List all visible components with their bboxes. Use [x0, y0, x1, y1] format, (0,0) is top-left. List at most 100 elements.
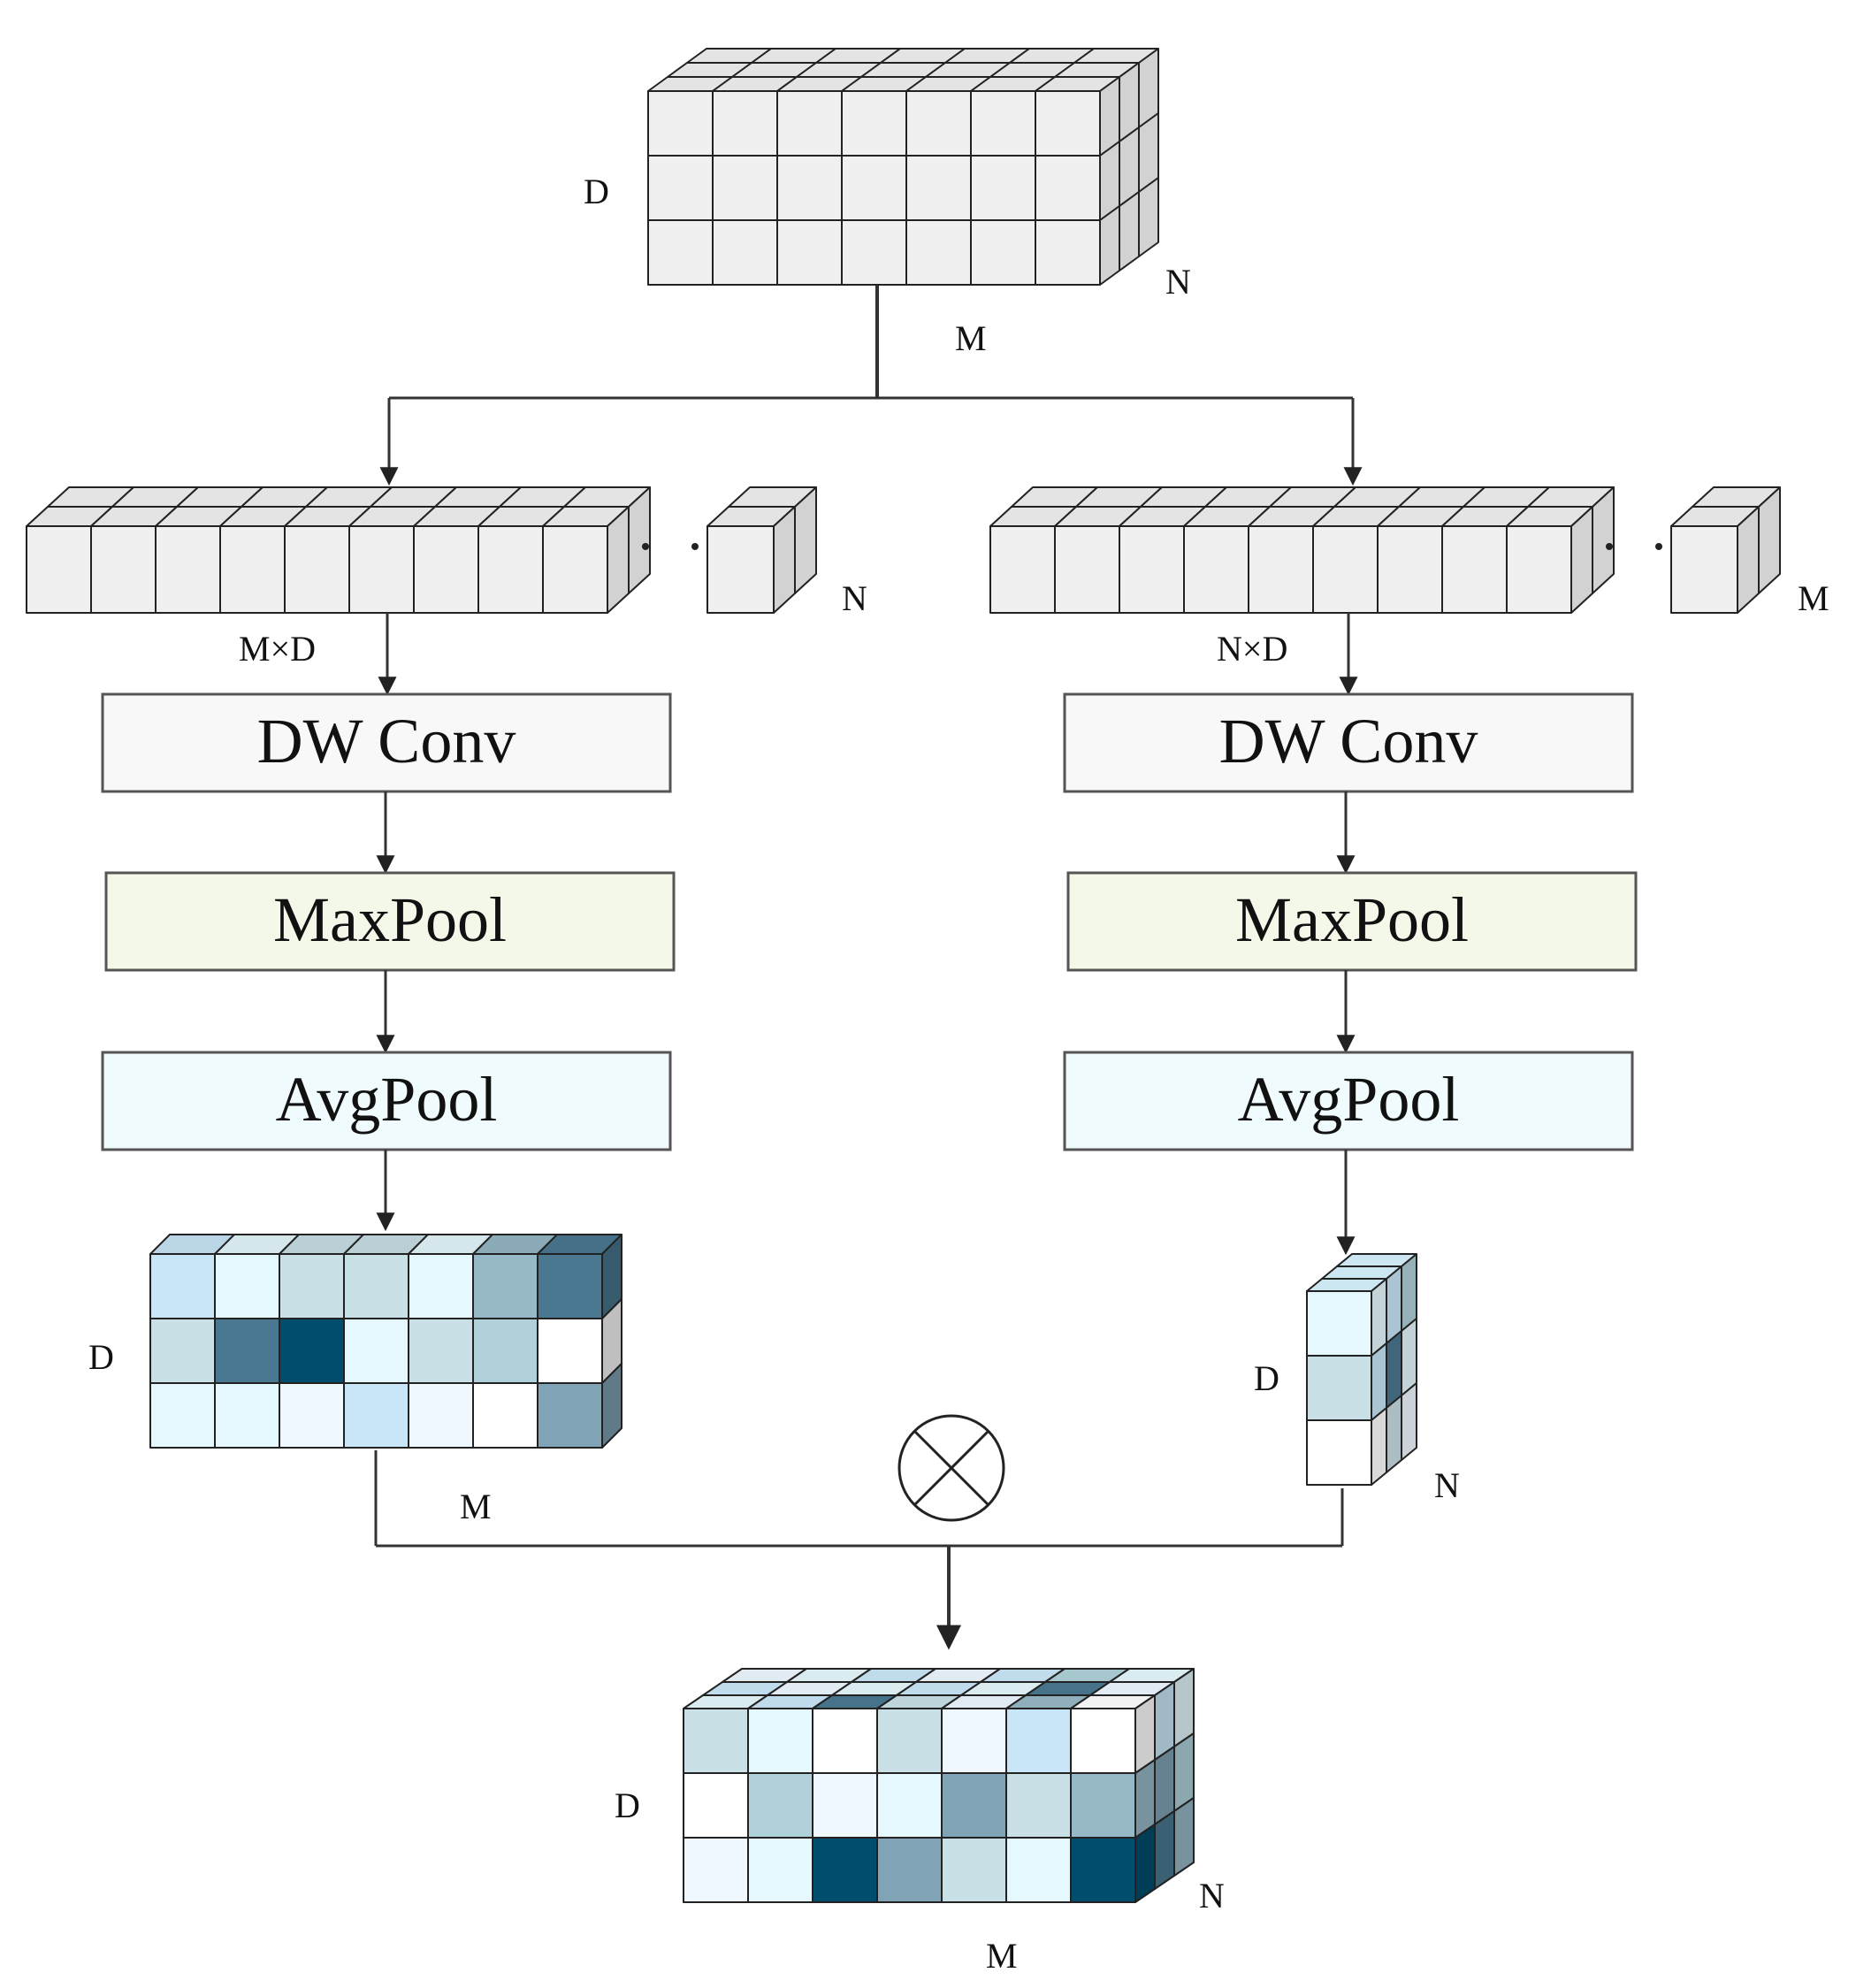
cell-front: [343, 1318, 409, 1384]
cell-front: [214, 1318, 280, 1384]
output-tensor-cells: [683, 1668, 1195, 1903]
cell-front: [1377, 525, 1443, 614]
cell-front: [472, 1382, 538, 1449]
cell-front: [905, 219, 972, 286]
cell-front: [284, 525, 350, 614]
cell-front: [812, 1837, 878, 1903]
cell-side: [607, 506, 630, 614]
cell-front: [348, 525, 415, 614]
left-result-label-m: M: [460, 1487, 492, 1526]
cell-front: [1070, 1772, 1136, 1839]
cell-front: [214, 1253, 280, 1319]
cell-side: [1386, 1395, 1402, 1473]
left-maxpool-box: [104, 871, 676, 972]
right-branch: M N×D DW Conv MaxPool AvgPool D N: [989, 486, 1829, 1505]
cell-front: [279, 1382, 345, 1449]
cell-front: [1183, 525, 1249, 614]
cell-front: [537, 1382, 603, 1449]
input-tensor: D M N: [584, 48, 1191, 358]
cell-front: [1035, 219, 1101, 286]
cell-front: [1312, 525, 1379, 614]
cell-front: [683, 1708, 749, 1774]
cell-front: [905, 90, 972, 157]
cell-front: [941, 1772, 1007, 1839]
left-slice-label-n: N: [842, 578, 867, 618]
cell-front: [279, 1318, 345, 1384]
cell-front: [941, 1708, 1007, 1774]
cell-front: [408, 1253, 474, 1319]
input-tensor-label-d: D: [584, 172, 609, 211]
cell-front: [876, 1708, 943, 1774]
right-strip: [989, 486, 1615, 614]
cell-front: [841, 219, 907, 286]
cell-front: [647, 155, 714, 221]
input-tensor-label-n: N: [1165, 262, 1191, 302]
cell-side: [1154, 1810, 1175, 1890]
cell-front: [747, 1708, 813, 1774]
left-avgpool-label: AvgPool: [276, 1064, 498, 1135]
right-avgpool-label: AvgPool: [1238, 1064, 1460, 1135]
left-result-heatmap: [149, 1234, 622, 1449]
cell-front: [1005, 1708, 1072, 1774]
cell-front: [1441, 525, 1508, 614]
cell-front: [1306, 1290, 1372, 1357]
cell-front: [472, 1318, 538, 1384]
cell-front: [841, 90, 907, 157]
cell-front: [1306, 1355, 1372, 1421]
output-tensor-label-d: D: [615, 1785, 640, 1825]
cell-side: [1570, 506, 1593, 614]
cell-front: [1005, 1772, 1072, 1839]
cell-front: [1119, 525, 1185, 614]
left-strip-label: M×D: [239, 629, 316, 669]
cell-front: [1054, 525, 1120, 614]
cell-front: [812, 1708, 878, 1774]
right-dwconv-label: DW Conv: [1219, 706, 1478, 776]
right-maxpool-box: [1066, 871, 1638, 972]
left-slice: [707, 486, 817, 614]
left-maxpool-label: MaxPool: [273, 884, 507, 955]
cell-front: [149, 1318, 216, 1384]
cell-front: [876, 1837, 943, 1903]
right-result-label-n: N: [1434, 1465, 1460, 1505]
cell-front: [149, 1382, 216, 1449]
output-tensor-label-n: N: [1199, 1876, 1225, 1915]
cell-front: [408, 1382, 474, 1449]
left-branch: N M×D DW Conv MaxPool AvgPool D M: [26, 486, 867, 1526]
cell-front: [537, 1253, 603, 1319]
cell-front: [413, 525, 479, 614]
cell-front: [214, 1382, 280, 1449]
cell-front: [776, 155, 843, 221]
cell-front: [408, 1318, 474, 1384]
cell-front: [970, 90, 1036, 157]
cell-front: [812, 1772, 878, 1839]
merge-connector: [374, 1450, 1344, 1650]
cell-front: [1506, 525, 1572, 614]
cell-front: [747, 1837, 813, 1903]
cell-side: [773, 506, 796, 614]
cell-front: [155, 525, 221, 614]
cell-front: [970, 219, 1036, 286]
cell-side: [1592, 486, 1615, 594]
cell-front: [905, 155, 972, 221]
left-result-label-d: D: [88, 1337, 114, 1377]
cell-front: [1670, 525, 1738, 614]
cell-front: [343, 1253, 409, 1319]
right-strip-label: N×D: [1217, 629, 1287, 669]
cell-front: [747, 1772, 813, 1839]
cell-side: [794, 486, 817, 594]
right-result-heatmap: [1306, 1253, 1417, 1486]
right-maxpool-label: MaxPool: [1235, 884, 1469, 955]
cell-side: [1401, 1382, 1417, 1461]
right-avgpool-box: [1063, 1051, 1634, 1151]
cell-front: [776, 219, 843, 286]
cell-side: [1134, 1824, 1156, 1903]
cell-front: [1248, 525, 1314, 614]
input-tensor-label-m: M: [955, 318, 987, 358]
cell-front: [647, 90, 714, 157]
cell-front: [542, 525, 608, 614]
cell-side: [1371, 1407, 1387, 1486]
right-result-label-d: D: [1254, 1358, 1279, 1398]
cell-side: [1099, 205, 1120, 286]
right-dwconv-box: [1063, 692, 1634, 793]
